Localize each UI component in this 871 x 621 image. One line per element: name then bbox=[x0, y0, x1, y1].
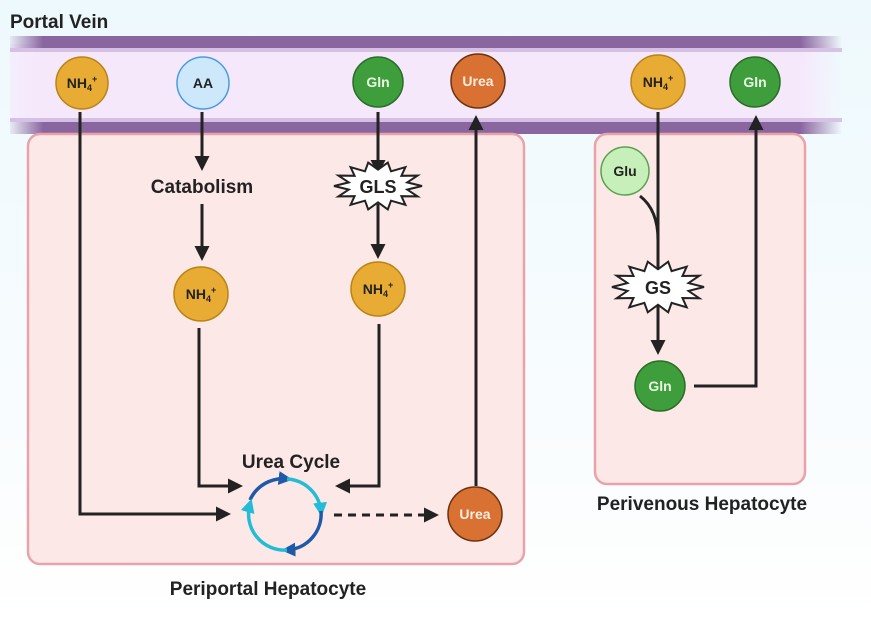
urea-product-label: Urea bbox=[459, 506, 490, 522]
vein-aa-molecule: AA bbox=[176, 56, 230, 110]
nh4-from-catabolism-molecule: NH4+ bbox=[173, 266, 229, 322]
urea-cycle-label: Urea Cycle bbox=[242, 452, 340, 473]
glu-substrate-circle bbox=[600, 146, 650, 196]
gls-enzyme: GLS bbox=[333, 161, 423, 211]
vein-gln-out-circle bbox=[729, 56, 781, 108]
arrow-glu-joins bbox=[639, 194, 660, 241]
vein-nh4-in-perivenous-circle bbox=[630, 54, 686, 110]
periportal-hepatocyte-label: Periportal Hepatocyte bbox=[170, 579, 366, 600]
glu-substrate-molecule: Glu bbox=[600, 146, 650, 196]
urea-product-molecule: Urea bbox=[447, 486, 503, 542]
portal-vein bbox=[10, 36, 842, 134]
vein-urea-out-label: Urea bbox=[462, 73, 493, 89]
portal-vein-title: Portal Vein bbox=[10, 12, 108, 33]
vein-nh4-in-periportal-molecule: NH4+ bbox=[55, 56, 109, 110]
periportal-hepatocyte-cell bbox=[26, 132, 526, 566]
urea-product-circle bbox=[447, 486, 503, 542]
catabolism-label: Catabolism bbox=[151, 177, 253, 198]
vein-wall-top bbox=[10, 36, 842, 48]
nh4-from-catabolism-circle bbox=[173, 266, 229, 322]
nh4-from-gls-label: NH4+ bbox=[363, 280, 394, 299]
gls-starburst-icon bbox=[333, 161, 423, 211]
periportal-arrows bbox=[78, 112, 484, 523]
gln-product-molecule: Gln bbox=[634, 360, 686, 412]
nh4-from-gls-circle bbox=[350, 261, 406, 317]
nh4-from-catabolism-label: NH4+ bbox=[186, 285, 217, 304]
vein-nh4-in-perivenous-label: NH4+ bbox=[643, 73, 674, 92]
vein-nh4-in-periportal-label: NH4+ bbox=[67, 74, 98, 93]
perivenous-arrows bbox=[639, 112, 764, 388]
vein-gln-in-molecule: Gln bbox=[352, 56, 404, 108]
vein-nh4-in-periportal-circle bbox=[55, 56, 109, 110]
glu-substrate-label: Glu bbox=[613, 163, 636, 179]
gls-label: GLS bbox=[359, 177, 396, 197]
vein-gln-out-label: Gln bbox=[743, 74, 766, 90]
gln-product-label: Gln bbox=[648, 378, 671, 394]
arrow-gln-to-vein bbox=[694, 115, 764, 388]
vein-nh4-in-perivenous-molecule: NH4+ bbox=[630, 54, 686, 110]
vein-aa-label: AA bbox=[193, 75, 213, 91]
vein-gln-in-label: Gln bbox=[366, 74, 389, 90]
vein-gln-in-circle bbox=[352, 56, 404, 108]
nh4-from-gls-molecule: NH4+ bbox=[350, 261, 406, 317]
vein-wall-bottom bbox=[10, 122, 842, 134]
arrow-nh4-to-urea-cycle bbox=[78, 112, 231, 522]
urea-cycle-icon bbox=[240, 471, 328, 557]
vein-gln-out-molecule: Gln bbox=[729, 56, 781, 108]
vein-urea-out-molecule: Urea bbox=[450, 53, 506, 109]
vein-urea-out-circle bbox=[450, 53, 506, 109]
gln-product-circle bbox=[634, 360, 686, 412]
perivenous-hepatocyte-label: Perivenous Hepatocyte bbox=[597, 494, 807, 515]
vein-aa-circle bbox=[176, 56, 230, 110]
arrow-nh4-gln-to-urea-cycle bbox=[335, 324, 381, 494]
gs-starburst-icon bbox=[611, 260, 705, 314]
gs-label: GS bbox=[645, 278, 671, 298]
arrow-nh4-aa-to-urea-cycle bbox=[197, 328, 243, 494]
gs-enzyme: GS bbox=[611, 260, 705, 314]
